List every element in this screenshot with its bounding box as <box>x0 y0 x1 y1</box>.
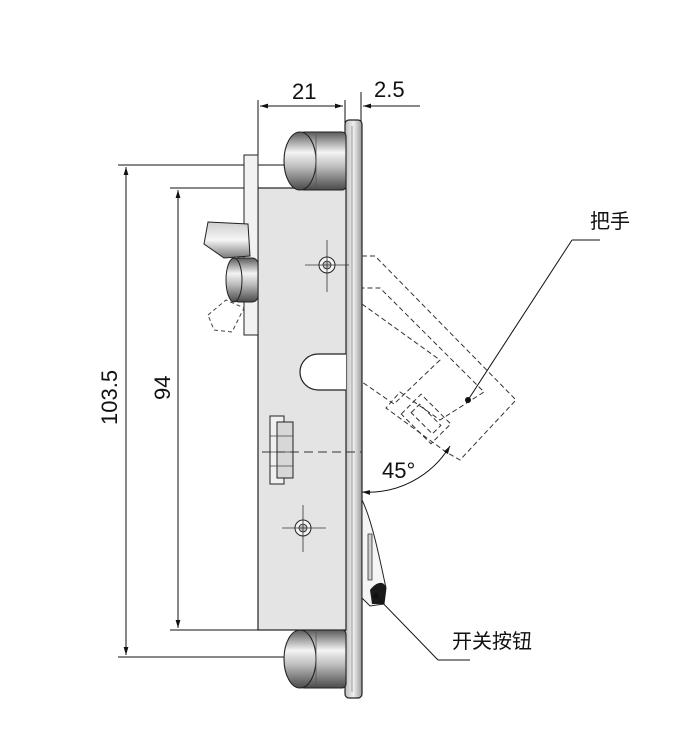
bottom-knob-icon <box>283 629 347 689</box>
front-plate-body <box>344 119 363 699</box>
rear-knob-icon <box>225 257 259 303</box>
rear-lever <box>203 221 251 259</box>
top-knob-icon <box>283 131 347 191</box>
lock-body <box>257 187 362 631</box>
rear-mechanism <box>203 154 259 336</box>
callout-switch-leader <box>375 595 439 661</box>
screw-bottom-icon <box>282 505 326 552</box>
lock-body-case <box>257 187 347 631</box>
callout-handle: 把手 <box>467 209 630 401</box>
angle-arc <box>361 445 451 495</box>
dimension-103-5: 103.5 <box>97 164 300 658</box>
switch-button-icon <box>361 499 387 607</box>
front-plate <box>344 119 363 699</box>
callout-handle-leader <box>467 239 573 401</box>
angle-45: 45° <box>361 445 451 495</box>
dimension-label-94: 94 <box>150 376 175 400</box>
label-handle: 把手 <box>590 209 630 233</box>
label-switch-button: 开关按钮 <box>452 629 532 653</box>
handle-dashed-outline <box>361 255 517 461</box>
latch-slot <box>299 353 346 391</box>
dimension-21: 21 <box>257 79 346 165</box>
rear-lever-alt-position <box>207 299 245 333</box>
cam-gear-icon <box>269 415 294 485</box>
dimension-label-2-5: 2.5 <box>374 77 405 102</box>
callout-switch-button: 开关按钮 <box>375 595 532 661</box>
screw-top-icon <box>305 240 349 292</box>
dimension-label-21: 21 <box>292 79 316 104</box>
dimension-label-103-5: 103.5 <box>97 370 122 425</box>
dimension-2-5: 2.5 <box>320 77 420 125</box>
angle-label-45: 45° <box>382 458 415 483</box>
dimension-94: 94 <box>150 187 258 631</box>
